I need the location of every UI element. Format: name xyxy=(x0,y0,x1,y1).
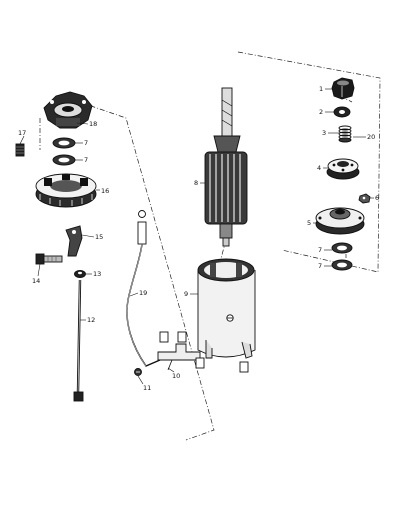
callout-18: 18 xyxy=(89,120,97,128)
callout-7-left-lower: 7 xyxy=(84,156,88,164)
part-field-frame xyxy=(197,258,256,359)
callout-3: 3 xyxy=(322,129,326,137)
part-upper-end-cap xyxy=(43,91,93,129)
part-drive-gear xyxy=(326,158,360,180)
callout-7-right-lower: 7 xyxy=(318,262,322,270)
part-nut xyxy=(331,77,355,100)
part-brush-holder xyxy=(157,331,249,373)
leader-lines xyxy=(19,88,374,385)
callout-7-left-upper: 7 xyxy=(84,139,88,147)
part-lead-wire xyxy=(126,210,161,367)
part-washer-right-lower xyxy=(331,259,353,271)
callout-5: 5 xyxy=(307,219,311,227)
part-washer-left-lower xyxy=(52,154,76,166)
part-bolt-small xyxy=(15,143,25,157)
callout-19: 19 xyxy=(139,289,147,297)
part-brush-plate xyxy=(35,173,97,208)
part-bracket xyxy=(65,225,83,257)
callout-15: 15 xyxy=(95,233,103,241)
callout-8: 8 xyxy=(194,179,198,187)
callout-11: 11 xyxy=(143,384,151,392)
callout-6: 6 xyxy=(375,194,379,202)
callout-13: 13 xyxy=(93,270,101,278)
part-washer-left-upper xyxy=(52,137,76,149)
part-screw xyxy=(134,368,142,376)
part-washer-right-upper xyxy=(331,242,353,254)
part-small-nut xyxy=(358,193,371,204)
callout-4: 4 xyxy=(317,164,321,172)
callout-9: 9 xyxy=(184,290,188,298)
part-washer-small xyxy=(333,106,351,118)
callout-labels: 1 2 3 20 4 6 5 7 7 7 7 8 9 18 17 16 15 1… xyxy=(18,85,379,392)
part-spring xyxy=(338,125,352,143)
callout-7-right-upper: 7 xyxy=(318,246,322,254)
callout-2: 2 xyxy=(319,108,323,116)
callout-14: 14 xyxy=(32,277,40,285)
callout-20: 20 xyxy=(367,133,375,141)
callout-12: 12 xyxy=(87,316,95,324)
part-through-bolt xyxy=(73,279,84,402)
part-lower-end-cap xyxy=(315,207,365,235)
part-nut-13 xyxy=(74,270,86,278)
callout-17: 17 xyxy=(18,129,26,137)
callout-10: 10 xyxy=(172,372,180,380)
callout-1: 1 xyxy=(319,85,323,93)
callout-16: 16 xyxy=(101,187,109,195)
part-armature xyxy=(204,87,248,247)
